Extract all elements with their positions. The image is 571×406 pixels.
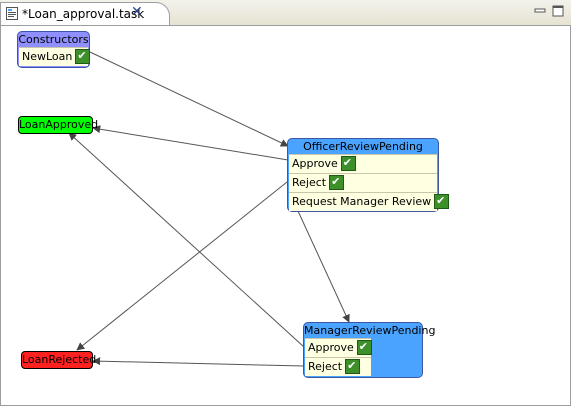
check-icon xyxy=(356,338,372,355)
check-icon xyxy=(345,357,361,374)
constructors-title: Constructors xyxy=(18,33,89,46)
row-label: NewLoan xyxy=(22,50,73,63)
manager-title: ManagerReviewPending xyxy=(304,324,436,337)
manager-row-reject[interactable]: Reject xyxy=(305,357,371,376)
row-label: Reject xyxy=(308,360,343,373)
officer-row-reject[interactable]: Reject xyxy=(289,173,437,192)
manager-review-node[interactable]: ManagerReviewPending Approve Reject xyxy=(303,322,436,378)
row-label: Reject xyxy=(292,176,327,189)
row-label: Approve xyxy=(308,341,354,354)
editor-tab[interactable]: *Loan_approval.task ✕ xyxy=(0,2,170,25)
tab-title: *Loan_approval.task xyxy=(22,7,145,21)
constructors-node[interactable]: Constructors NewLoan xyxy=(17,31,91,68)
constructor-row-newloan[interactable]: NewLoan xyxy=(19,47,91,66)
task-file-icon xyxy=(6,7,18,20)
check-icon xyxy=(329,173,345,190)
maximize-icon[interactable] xyxy=(551,4,565,18)
state-label: LoanApproved xyxy=(19,118,99,131)
state-label: LoanRejected xyxy=(22,353,97,366)
check-icon xyxy=(434,192,450,209)
row-label: Approve xyxy=(292,157,338,170)
state-loan-approved[interactable]: LoanApproved xyxy=(18,116,98,134)
check-icon xyxy=(75,47,91,64)
check-icon xyxy=(340,154,356,171)
officer-row-approve[interactable]: Approve xyxy=(289,154,437,173)
manager-row-approve[interactable]: Approve xyxy=(305,338,372,357)
officer-row-request-manager-review[interactable]: Request Manager Review xyxy=(289,192,450,211)
diagram-canvas[interactable] xyxy=(0,25,571,406)
officer-title: OfficerReviewPending xyxy=(303,140,423,153)
officer-review-node[interactable]: OfficerReviewPending Approve Reject Requ… xyxy=(287,138,450,212)
row-label: Request Manager Review xyxy=(292,195,432,208)
editor-tab-bar: *Loan_approval.task ✕ xyxy=(0,0,571,26)
state-loan-rejected[interactable]: LoanRejected xyxy=(21,351,97,369)
minimize-icon[interactable] xyxy=(533,4,547,18)
close-icon[interactable]: ✕ xyxy=(131,4,143,20)
